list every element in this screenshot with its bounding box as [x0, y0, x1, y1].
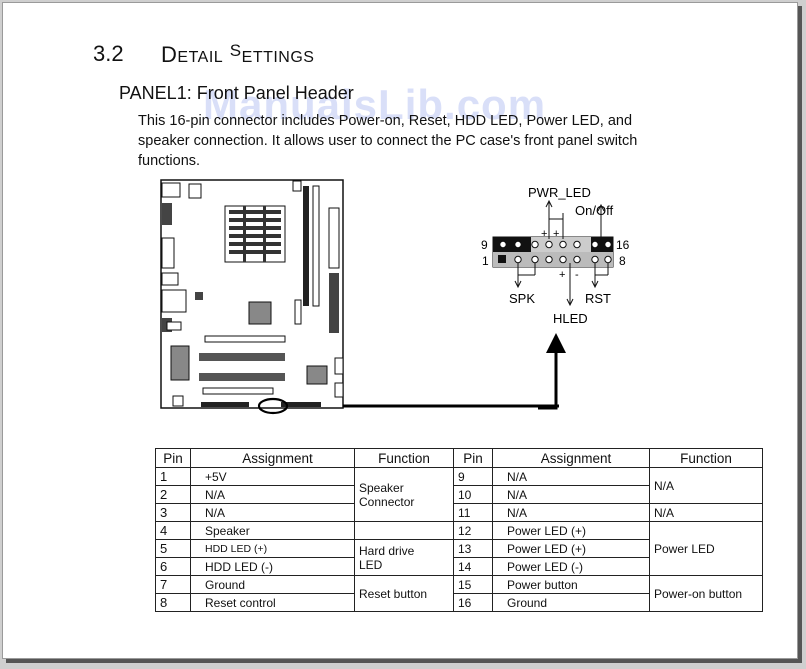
pin-16-label: 16: [616, 238, 630, 252]
pin-cell: 4: [155, 521, 191, 540]
header-assignment-2: Assignment: [492, 448, 650, 468]
assignment-cell: +5V: [190, 467, 355, 486]
panel-description: This 16-pin connector includes Power-on,…: [138, 113, 638, 169]
minus-mark: -: [575, 269, 579, 281]
pin-cell: 12: [453, 521, 493, 540]
pin-cell: 15: [453, 575, 493, 594]
function-connector-text: Connector: [359, 494, 415, 509]
table-row: 4 Speaker 12 Power LED (+) Power LED: [155, 521, 763, 576]
assignment-cell: Power LED (+): [492, 521, 650, 540]
function-cell-na-2: N/A: [649, 503, 763, 522]
plus-mark-2: +: [553, 228, 559, 240]
function-cell-power-on: Power-on button: [649, 575, 763, 612]
assignment-cell: Power button: [492, 575, 650, 594]
section-title: DETAIL SETTINGS: [161, 41, 314, 68]
pin-cell: 14: [453, 557, 493, 576]
pin-cell: 7: [155, 575, 191, 594]
manual-page: ManualsLib.com 3.2 DETAIL SETTINGS PANEL…: [2, 2, 798, 659]
assignment-cell: HDD LED (+): [190, 539, 355, 558]
assignment-cell: HDD LED (-): [190, 557, 355, 576]
section-title-etail: ETAIL: [177, 49, 224, 66]
function-hard-drive-text: Hard drive: [359, 543, 415, 558]
assignment-cell: N/A: [492, 467, 650, 486]
assignment-cell: Power LED (-): [492, 557, 650, 576]
assignment-cell: Reset control: [190, 593, 355, 612]
table-header-row: Pin Assignment Function Pin Assignment F…: [155, 448, 763, 468]
spk-label: SPK: [509, 291, 535, 306]
section-title-d: D: [161, 42, 178, 67]
function-cell-na: N/A: [649, 467, 763, 504]
section-title-ettings: ETTINGS: [241, 49, 315, 66]
function-cell-empty: [354, 521, 454, 540]
function-speaker-text: Speaker: [359, 480, 404, 495]
header-pin: Pin: [155, 448, 191, 468]
function-cell-power-led: Power LED: [649, 521, 763, 576]
panel-heading: PANEL1: Front Panel Header: [119, 83, 354, 103]
pin-8-label: 8: [619, 254, 626, 268]
pin-cell: 8: [155, 593, 191, 612]
plus-mark: +: [541, 228, 547, 240]
assignment-cell: N/A: [492, 503, 650, 522]
hled-label: HLED: [553, 311, 588, 326]
section-title-s: S: [229, 41, 242, 60]
header-function-2: Function: [649, 448, 763, 468]
pin-cell: 2: [155, 485, 191, 504]
pin-cell: 1: [155, 467, 191, 486]
assignment-cell: N/A: [190, 503, 355, 522]
pin-cell: 3: [155, 503, 191, 522]
pin-cell: 11: [453, 503, 493, 522]
pin-1-label: 1: [482, 254, 489, 268]
table-row: 7 Ground Reset button 15 Power button Po…: [155, 575, 763, 612]
header-assignment: Assignment: [190, 448, 355, 468]
table-row: 3 N/A 11 N/A N/A: [155, 503, 763, 522]
assignment-cell: Speaker: [190, 521, 355, 540]
section-number: 3.2: [93, 41, 124, 66]
assignment-cell: N/A: [190, 485, 355, 504]
assignment-cell: N/A: [492, 485, 650, 504]
plus-mark-3: +: [559, 269, 565, 281]
pin-assignment-table: Pin Assignment Function Pin Assignment F…: [155, 448, 763, 612]
header-function: Function: [354, 448, 454, 468]
function-cell-reset: Reset button: [354, 575, 454, 612]
table-row: 8 Reset control 16 Ground: [155, 593, 763, 612]
header-pin-2: Pin: [453, 448, 493, 468]
rst-label: RST: [585, 291, 611, 306]
function-led-text: LED: [359, 557, 383, 572]
front-panel-pin-diagram: PWR_LED On/Off + + + - 9 16 1 8: [481, 185, 630, 326]
pin-9-label: 9: [481, 238, 488, 252]
on-off-label: On/Off: [575, 203, 613, 218]
pin-cell: 9: [453, 467, 493, 486]
pin-cell: 16: [453, 593, 493, 612]
watermark: ManualsLib.com: [203, 81, 547, 128]
pin-cell: 5: [155, 539, 191, 558]
assignment-cell: Ground: [492, 593, 650, 612]
pin-cell: 10: [453, 485, 493, 504]
pin-cell: 6: [155, 557, 191, 576]
assignment-cell: Ground: [190, 575, 355, 594]
assignment-cell: Power LED (+): [492, 539, 650, 558]
pointer-arrow: [538, 333, 566, 410]
pin-cell: 13: [453, 539, 493, 558]
motherboard-diagram: [160, 179, 559, 415]
pwr-led-label: PWR_LED: [528, 185, 591, 200]
